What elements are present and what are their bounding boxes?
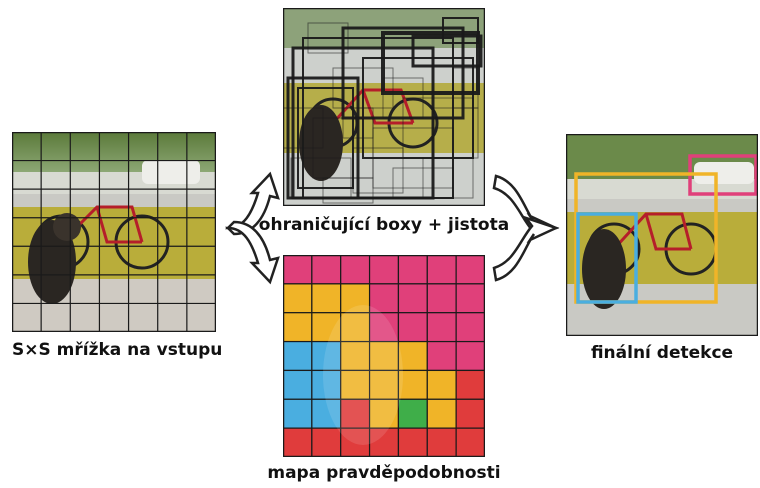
prob-cell-yellow bbox=[426, 369, 457, 400]
prob-cell-red bbox=[311, 427, 342, 457]
prob-cell-pink bbox=[311, 255, 342, 285]
bounding-box bbox=[411, 34, 483, 68]
prob-cell-blue bbox=[283, 369, 313, 400]
prob-cell-pink bbox=[426, 340, 457, 372]
bounding-box bbox=[322, 177, 374, 204]
merge-arrows-icon bbox=[492, 174, 560, 282]
input-image bbox=[12, 132, 216, 332]
prob-cell-pink bbox=[426, 283, 457, 314]
bicycle-detection-box bbox=[574, 172, 718, 304]
dog-shape bbox=[28, 220, 76, 304]
prob-cell-red bbox=[455, 369, 485, 400]
prob-cell-pink bbox=[455, 340, 485, 372]
prob-cell-pink bbox=[340, 255, 371, 285]
bounding-box bbox=[342, 107, 374, 139]
prob-map bbox=[283, 255, 485, 457]
prob-map-panel bbox=[283, 255, 485, 457]
bounding-box bbox=[283, 107, 324, 149]
bounding-box bbox=[442, 17, 479, 44]
prob-cell-pink bbox=[455, 255, 485, 285]
prob-cell-pink bbox=[368, 312, 400, 343]
car-shape bbox=[142, 160, 200, 184]
prob-cell-yellow bbox=[397, 340, 428, 372]
prob-cell-pink bbox=[397, 255, 428, 285]
prob-cell-green bbox=[397, 398, 428, 429]
prob-cell-blue bbox=[283, 398, 313, 429]
boxes-image-panel bbox=[283, 8, 485, 206]
prob-cell-red bbox=[397, 427, 428, 457]
bounding-box bbox=[382, 77, 424, 119]
prob-cell-pink bbox=[426, 312, 457, 343]
boxes-label: ohraničující boxy + jistota bbox=[258, 215, 510, 235]
input-label: S×S mřížka na vstupu bbox=[12, 340, 223, 360]
bounding-box bbox=[392, 167, 454, 199]
prob-cell-red bbox=[455, 427, 485, 457]
prob-cell-yellow bbox=[311, 283, 342, 314]
dog-detection-box bbox=[576, 212, 638, 304]
prob-cell-pink bbox=[455, 312, 485, 343]
prob-cell-yellow bbox=[426, 398, 457, 429]
prob-cell-yellow bbox=[283, 283, 313, 314]
final-image-panel bbox=[566, 134, 758, 336]
prob-cell-red bbox=[426, 427, 457, 457]
prob-cell-pink bbox=[426, 255, 457, 285]
bounding-box bbox=[352, 147, 404, 194]
split-arrows-icon bbox=[224, 171, 280, 285]
bounding-box bbox=[452, 67, 479, 109]
input-image-panel bbox=[12, 132, 216, 332]
prob-cell-red bbox=[455, 398, 485, 429]
prob-cell-pink bbox=[397, 283, 428, 314]
prob-cell-yellow bbox=[283, 312, 313, 343]
bounding-box bbox=[307, 22, 349, 54]
prob-cell-pink bbox=[283, 255, 313, 285]
bounding-box bbox=[381, 31, 480, 95]
prob-map-label: mapa pravděpodobnosti bbox=[267, 463, 501, 483]
prob-cell-yellow bbox=[340, 369, 371, 400]
prob-cell-yellow bbox=[368, 369, 400, 400]
final-label: finální detekce bbox=[590, 343, 734, 363]
prob-cell-pink bbox=[455, 283, 485, 314]
prob-cell-pink bbox=[397, 312, 428, 343]
final-image bbox=[566, 134, 758, 336]
boxes-image bbox=[283, 8, 485, 206]
prob-cell-red bbox=[283, 427, 313, 457]
prob-cell-yellow bbox=[340, 283, 371, 314]
prob-cell-pink bbox=[368, 255, 400, 285]
prob-cell-pink bbox=[368, 283, 400, 314]
prob-cell-blue bbox=[283, 340, 313, 372]
prob-cell-yellow bbox=[340, 340, 371, 372]
